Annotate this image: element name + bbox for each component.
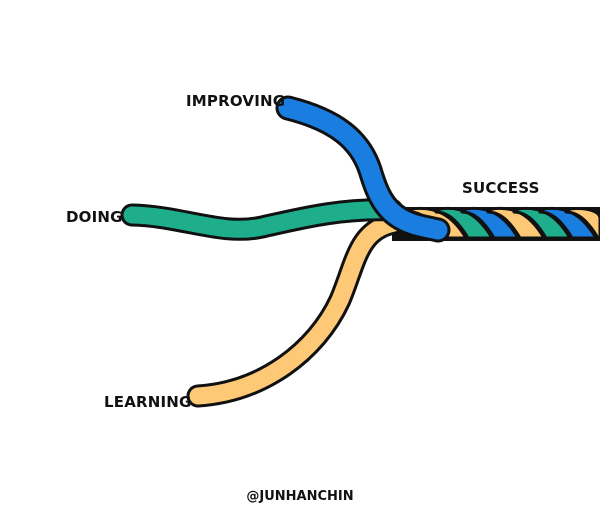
label-doing: DOING (66, 208, 123, 226)
label-improving: IMPROVING (186, 92, 285, 110)
label-success: SUCCESS (462, 179, 540, 197)
label-learning: LEARNING (104, 393, 192, 411)
improving-strand (275, 95, 451, 243)
learning-strand (186, 211, 406, 408)
author-credit: @JUNHANCHIN (246, 489, 353, 504)
doing-strand (120, 198, 404, 241)
